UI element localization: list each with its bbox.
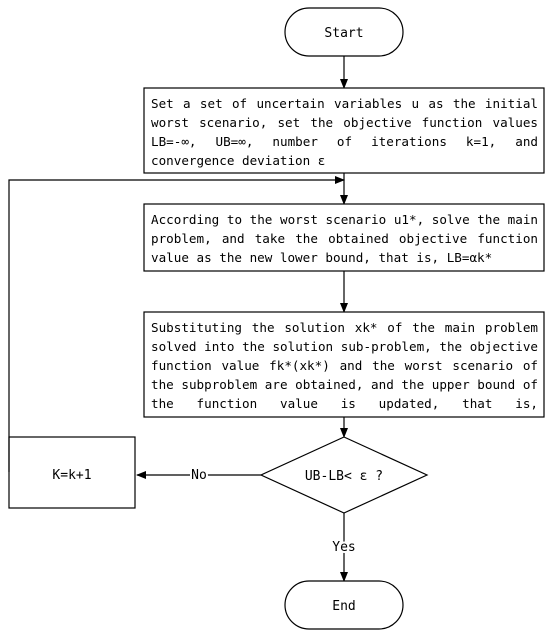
no-label: No [191,468,207,483]
arrow-loop-back [8,176,345,472]
init-process-text: Set a set of uncertain variables u as th… [151,96,538,168]
sub-problem-text: Substituting the solution xk* of the mai… [151,320,538,417]
sub-problem-box [143,311,545,418]
increment-label: K=k+1 [52,468,91,483]
increment-box [8,436,136,509]
end-label: End [332,599,355,614]
end-terminal [284,580,404,630]
master-problem-text: According to the worst scenario u1*, sol… [151,212,538,265]
start-label: Start [324,26,363,41]
yes-label: Yes [332,540,355,555]
init-process-box [143,87,545,174]
decision-label: UB-LB< ε ? [305,469,383,484]
